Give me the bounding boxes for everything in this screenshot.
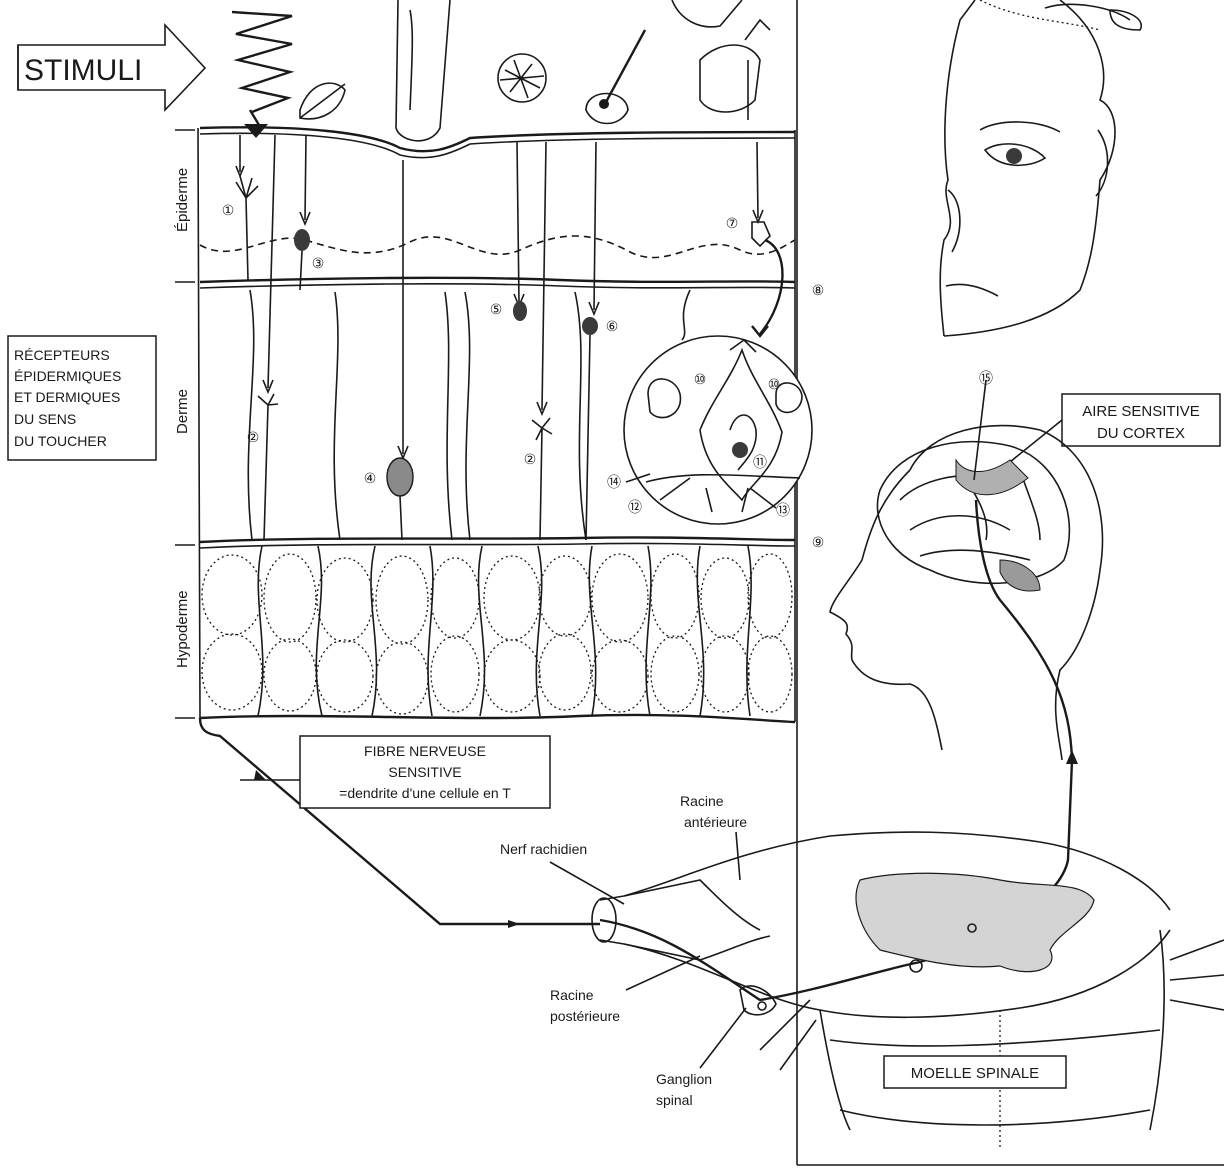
marker-2-right: ② (524, 452, 537, 468)
receptors-box: RÉCEPTEURS ÉPIDERMIQUES ET DERMIQUES DU … (8, 336, 156, 460)
racine-posterieure-line-1: Racine (550, 987, 594, 1003)
marker-9: ⑨ (812, 535, 825, 551)
marker-1: ① (222, 203, 235, 219)
ganglion-line-1: Ganglion (656, 1071, 712, 1087)
moelle-label: MOELLE SPINALE (911, 1065, 1039, 1082)
pacinian-corpuscle (387, 458, 413, 496)
hair-follicle-magnified (624, 336, 812, 524)
nerf-rachidien-label: Nerf rachidien (500, 841, 587, 857)
merkel-disc (294, 229, 310, 251)
marker-10-right: ⑩ (768, 377, 781, 393)
stimuli-label: STIMULI (24, 54, 142, 87)
aire-sensitive-box: AIRE SENSITIVE DU CORTEX (1000, 394, 1220, 470)
fibre-nerveuse-box: FIBRE NERVEUSE SENSITIVE =dendrite d'une… (240, 736, 550, 808)
receptors-line-4: DU SENS (14, 411, 76, 427)
fibre-line-3: =dendrite d'une cellule en T (339, 785, 511, 801)
fibre-line-1: FIBRE NERVEUSE (364, 743, 486, 759)
marker-10-left: ⑩ (694, 372, 707, 388)
ruffini-ending-left (258, 394, 278, 540)
derme-label: Derme (174, 389, 191, 434)
krause-bulb (582, 317, 598, 335)
marker-13: ⑬ (776, 503, 790, 519)
finger-icon (396, 0, 450, 141)
moelle-box: MOELLE SPINALE (884, 1056, 1066, 1088)
aire-line-1: AIRE SENSITIVE (1082, 403, 1200, 420)
marker-8: ⑧ (812, 283, 825, 299)
stimulus-crumpled-icon (498, 54, 546, 102)
marker-11: ⑪ (753, 455, 767, 471)
skin-section: Épiderme Derme Hypoderme (174, 127, 812, 722)
racine-posterieure-line-2: postérieure (550, 1008, 620, 1024)
epiderme-label: Épiderme (174, 168, 191, 232)
stimulus-spring-icon (232, 12, 292, 138)
racine-anterieure-line-1: Racine (680, 793, 724, 809)
fibre-line-2: SENSITIVE (388, 764, 461, 780)
stimuli-arrow: STIMULI (18, 25, 205, 110)
stimulus-brush-icon (586, 30, 645, 124)
marker-4: ④ (364, 471, 377, 487)
hypoderme-label: Hypoderme (174, 590, 191, 668)
marker-2-left: ② (247, 430, 260, 446)
meissner-corpuscle (513, 301, 527, 321)
receptors-line-2: ÉPIDERMIQUES (14, 368, 121, 384)
face-illustration (940, 0, 1141, 336)
ganglion-line-2: spinal (656, 1092, 693, 1108)
marker-7: ⑦ (726, 216, 739, 232)
stimulus-hand-icon (672, 0, 770, 120)
hypoderm-fat-cells (202, 546, 792, 716)
stimulus-feather-icon (300, 83, 345, 119)
marker-6: ⑥ (606, 319, 619, 335)
marker-14: ⑭ (607, 475, 621, 491)
receptors-line-5: DU TOUCHER (14, 433, 107, 449)
marker-3: ③ (312, 256, 325, 272)
number-markers: ① ② ③ ④ ⑤ ⑥ ⑦ ⑧ ⑨ ⑩ ⑩ ⑪ ⑫ ⑬ ⑭ ② ⑮ ⑯ (222, 203, 995, 551)
receptors-line-3: ET DERMIQUES (14, 389, 120, 405)
marker-5: ⑤ (490, 302, 503, 318)
free-nerve-ending (236, 176, 258, 280)
ruffini-ending-right (532, 418, 552, 540)
marker-12: ⑫ (628, 500, 642, 516)
receptors-line-1: RÉCEPTEURS (14, 347, 110, 363)
aire-line-2: DU CORTEX (1097, 425, 1185, 442)
racine-anterieure-line-2: antérieure (684, 814, 747, 830)
